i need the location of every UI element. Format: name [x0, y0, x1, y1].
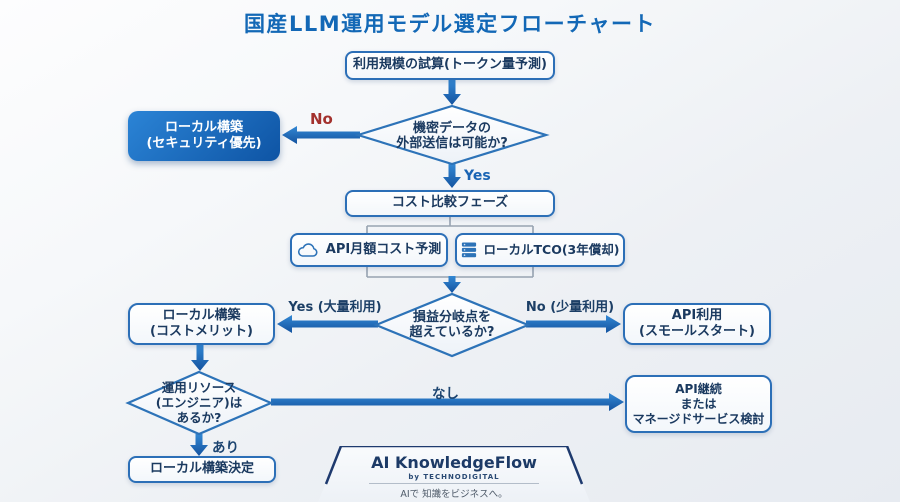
decision-confidential-label: 機密データの 外部送信は可能か?: [396, 121, 508, 152]
node-api-monthly-cost-label: API月額コスト予測: [325, 241, 442, 257]
decision-resource-label: 運用リソース (エンジニア)は あるか?: [155, 380, 243, 425]
arrow-yes-to-local-cost: [277, 315, 378, 333]
logo-divider: [369, 483, 539, 484]
edge-label-no-resource: なし: [432, 386, 459, 402]
decision-breakeven-label: 損益分岐点を 超えているか?: [409, 310, 495, 341]
logo-trapezoid: [318, 446, 590, 502]
logo-tagline: AIで 知識をビジネスへ。: [400, 489, 508, 500]
cloud-icon: [297, 242, 319, 258]
arrow-ari-to-local-decided: [190, 434, 208, 456]
arrow-no-to-local-security: [282, 126, 360, 144]
node-local-tco: ローカルTCO(3年償却): [455, 233, 625, 267]
node-api-continue: API継続 または マネージドサービス検討: [625, 375, 772, 433]
node-local-cost: ローカル構築 (コストメリット): [128, 303, 275, 345]
edge-label-yes-resource: あり: [212, 440, 239, 456]
arrow-no-to-api-small: [526, 315, 621, 333]
arrow-local-cost-to-resource: [191, 345, 209, 371]
node-cost-phase: コスト比較フェーズ: [345, 190, 555, 217]
logo-name: AI KnowledgeFlow: [371, 453, 537, 472]
bracket-cost-merge: [366, 267, 534, 278]
edge-label-yes-volume: Yes (大量利用): [288, 300, 382, 315]
arrow-yes-to-cost-phase: [443, 164, 461, 188]
arrow-nashi-to-api-continue: [271, 393, 624, 411]
logo-plate: AI KnowledgeFlow by TECHNODIGITAL AIで 知識…: [318, 446, 590, 502]
edge-label-no-security: No: [310, 110, 333, 128]
edge-label-no-volume: No (少量利用): [525, 300, 615, 315]
decision-resource-shape: [125, 370, 274, 436]
decision-breakeven-shape: [373, 292, 531, 358]
bracket-cost-split: [366, 217, 534, 234]
server-icon: [461, 241, 477, 260]
node-local-security: ローカル構築 (セキュリティ優先): [128, 111, 280, 161]
arrow-to-breakeven: [443, 276, 461, 293]
edge-label-yes-security: Yes: [464, 168, 491, 184]
node-api-small-start: API利用 (スモールスタート): [623, 303, 771, 345]
decision-confidential-shape: [354, 104, 550, 166]
logo-byline: by TECHNODIGITAL: [408, 473, 500, 481]
node-api-monthly-cost: API月額コスト予測: [290, 233, 448, 267]
node-estimate: 利用規模の試算(トークン量予測): [345, 51, 555, 80]
arrow-estimate-to-confidential: [443, 80, 461, 105]
node-local-decided: ローカル構築決定: [128, 456, 276, 483]
flowchart-title: 国産LLM運用モデル選定フローチャート: [244, 12, 656, 36]
node-local-tco-label: ローカルTCO(3年償却): [483, 242, 620, 258]
